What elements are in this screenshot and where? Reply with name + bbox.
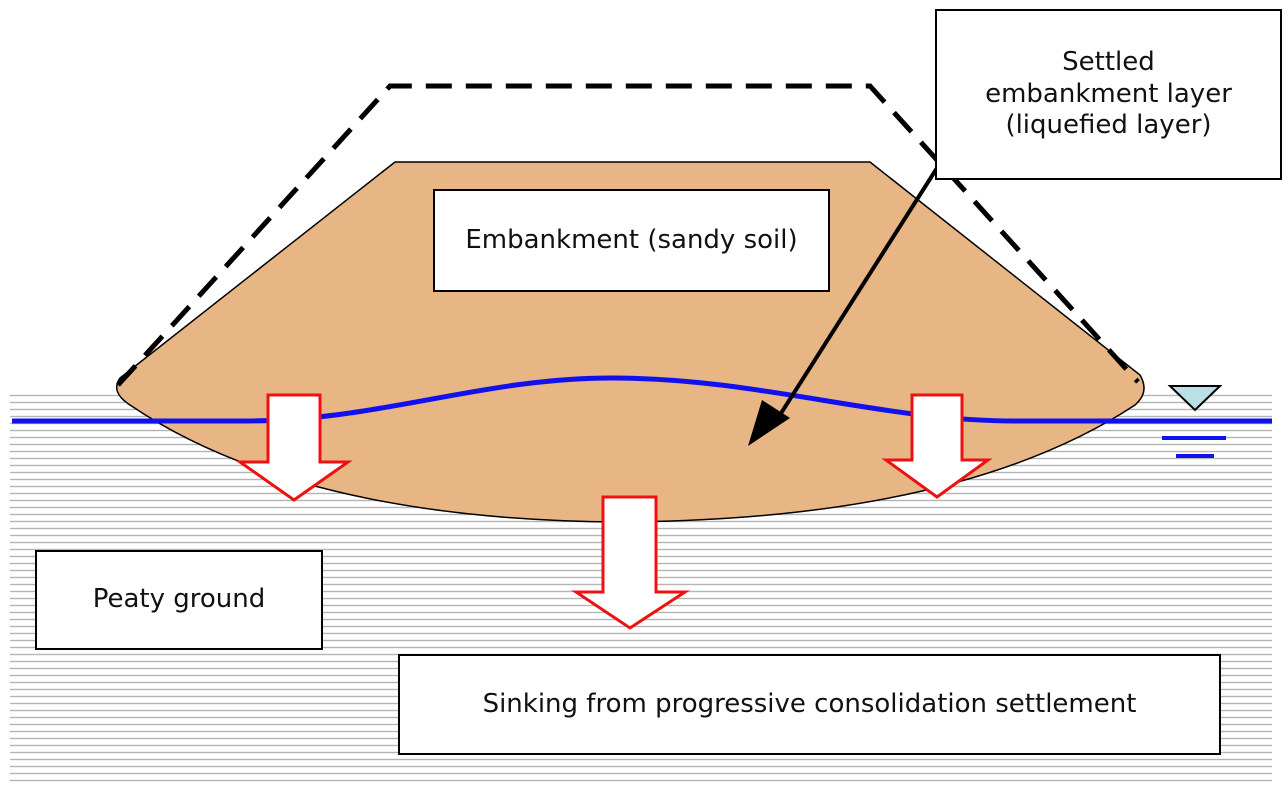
down-arrow-icon: [571, 495, 691, 630]
peaty-ground-label-text: Peaty ground: [92, 584, 266, 615]
settled-layer-label-line2: embankment layer: [985, 78, 1232, 109]
settled-layer-pointer-head: [748, 400, 790, 446]
water-line: [12, 375, 1272, 424]
embankment-label-text: Embankment (sandy soil): [465, 224, 798, 255]
original-embankment-outline: [116, 83, 1140, 387]
peaty-ground-label: Peaty ground: [35, 550, 323, 650]
down-arrow-icon: [235, 393, 353, 502]
settled-layer-pointer-shaft: [776, 166, 939, 420]
sinking-label-text: Sinking from progressive consolidation s…: [482, 688, 1137, 719]
embankment-label: Embankment (sandy soil): [433, 189, 830, 292]
settled-layer-label: Settled embankment layer (liquefied laye…: [935, 9, 1282, 180]
settled-layer-label-line3: (liquefied layer): [1005, 110, 1212, 141]
sinking-label: Sinking from progressive consolidation s…: [398, 654, 1221, 755]
water-level-triangle-icon: [1167, 385, 1223, 412]
down-arrow-icon: [881, 393, 993, 499]
settled-layer-label-line1: Settled: [1062, 46, 1155, 77]
